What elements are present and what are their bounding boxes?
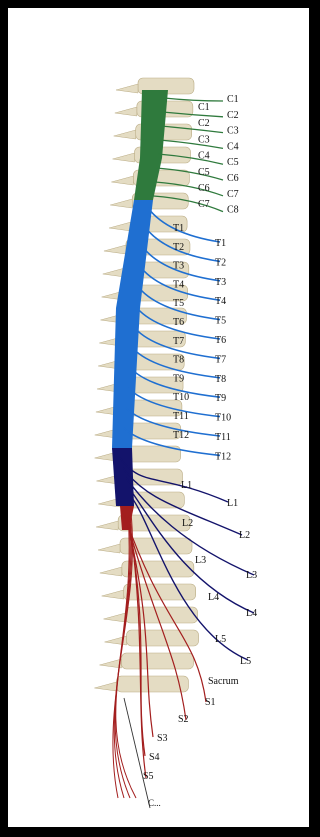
sacrum-label: Sacrum	[208, 676, 239, 687]
vertebra-process-shape	[110, 199, 132, 208]
thoracic-outer-label: T3	[215, 277, 226, 288]
vertebra-process-shape	[100, 659, 122, 668]
vertebra-shape	[122, 653, 194, 669]
coccyx-label: C...	[148, 798, 161, 808]
vertebra-process-shape	[113, 153, 135, 162]
vertebra-process-shape	[114, 130, 136, 139]
thoracic-outer-label: T10	[215, 413, 231, 424]
lumbar-outer-label: L2	[239, 530, 250, 541]
lumbar-outer-label: L5	[240, 656, 251, 667]
cervical-inner-label: C4	[198, 151, 210, 162]
cervical-inner-label: C3	[198, 134, 210, 145]
cervical-inner-label: C2	[198, 118, 210, 129]
lumbar-outer-label: L4	[246, 608, 257, 619]
cervical-outer-label: C2	[227, 110, 239, 121]
lumbar-inner-label: L2	[182, 518, 193, 529]
cervical-outer-label: C8	[227, 205, 239, 216]
thoracic-inner-label: T3	[173, 261, 184, 272]
sacral-label: S5	[143, 771, 154, 782]
thoracic-inner-label: T10	[173, 392, 189, 403]
lumbar-outer-label: L3	[246, 570, 257, 581]
lumbar-inner-label: L5	[215, 634, 226, 645]
thoracic-outer-label: T11	[215, 432, 231, 443]
thoracic-outer-label: T7	[215, 354, 226, 365]
thoracic-inner-label: T7	[173, 336, 184, 347]
lumbar-inner-label: L3	[195, 555, 206, 566]
thoracic-inner-label: T4	[173, 279, 184, 290]
thoracic-outer-label: T6	[215, 335, 226, 346]
vertebra-process-shape	[109, 222, 131, 231]
sacral-label: S2	[178, 714, 189, 725]
thoracic-outer-label: T1	[215, 238, 226, 249]
vertebra-shape	[126, 607, 198, 623]
thoracic-outer-label: T2	[215, 257, 226, 268]
thoracic-inner-label: T1	[173, 223, 184, 234]
lumbar-outer-label: L1	[227, 498, 238, 509]
cervical-outer-label: C4	[227, 141, 239, 152]
thoracic-outer-label: T8	[215, 374, 226, 385]
sacral-label: S4	[149, 752, 160, 763]
vertebra-process-shape	[111, 176, 133, 185]
nerve-root-line	[164, 98, 223, 101]
vertebra-process-shape	[94, 682, 116, 691]
cervical-outer-label: C3	[227, 126, 239, 137]
sacral-label: S3	[157, 733, 168, 744]
vertebra-process-shape	[104, 613, 126, 622]
thoracic-inner-label: T2	[173, 242, 184, 253]
thoracic-inner-label: T5	[173, 298, 184, 309]
spinal-nerves-diagram: C1C2C3C4C5C6C7C8C1C2C3C4C5C6C7T1T2T3T4T5…	[8, 8, 309, 827]
thoracic-inner-label: T11	[173, 411, 189, 422]
thoracic-outer-label: T4	[215, 296, 226, 307]
thoracic-inner-label: T6	[173, 317, 184, 328]
thoracic-outer-label: T5	[215, 316, 226, 327]
thoracic-inner-label: T12	[173, 430, 189, 441]
vertebra-process-shape	[98, 544, 120, 553]
sacral-label: S1	[205, 697, 216, 708]
cervical-outer-label: C6	[227, 173, 239, 184]
thoracic-inner-label: T8	[173, 355, 184, 366]
cervical-inner-label: C5	[198, 167, 210, 178]
thoracic-outer-label: T12	[215, 451, 231, 462]
cervical-outer-label: C7	[227, 189, 239, 200]
cervical-outer-label: C1	[227, 94, 239, 105]
cervical-inner-label: C6	[198, 183, 210, 194]
thoracic-outer-label: T9	[215, 393, 226, 404]
thoracic-inner-label: T9	[173, 373, 184, 384]
vertebra-process-shape	[100, 567, 122, 576]
lumbar-inner-label: L1	[181, 480, 192, 491]
cervical-inner-label: C1	[198, 102, 210, 113]
cervical-inner-label: C7	[198, 199, 210, 210]
vertebra-process-shape	[116, 84, 138, 93]
vertebra-process-shape	[104, 245, 126, 254]
vertebra-process-shape	[102, 590, 124, 599]
vertebra-process-shape	[96, 521, 118, 530]
vertebra-process-shape	[115, 107, 137, 116]
cervical-outer-label: C5	[227, 157, 239, 168]
lumbar-inner-label: L4	[208, 592, 219, 603]
vertebra-shape	[122, 561, 194, 577]
